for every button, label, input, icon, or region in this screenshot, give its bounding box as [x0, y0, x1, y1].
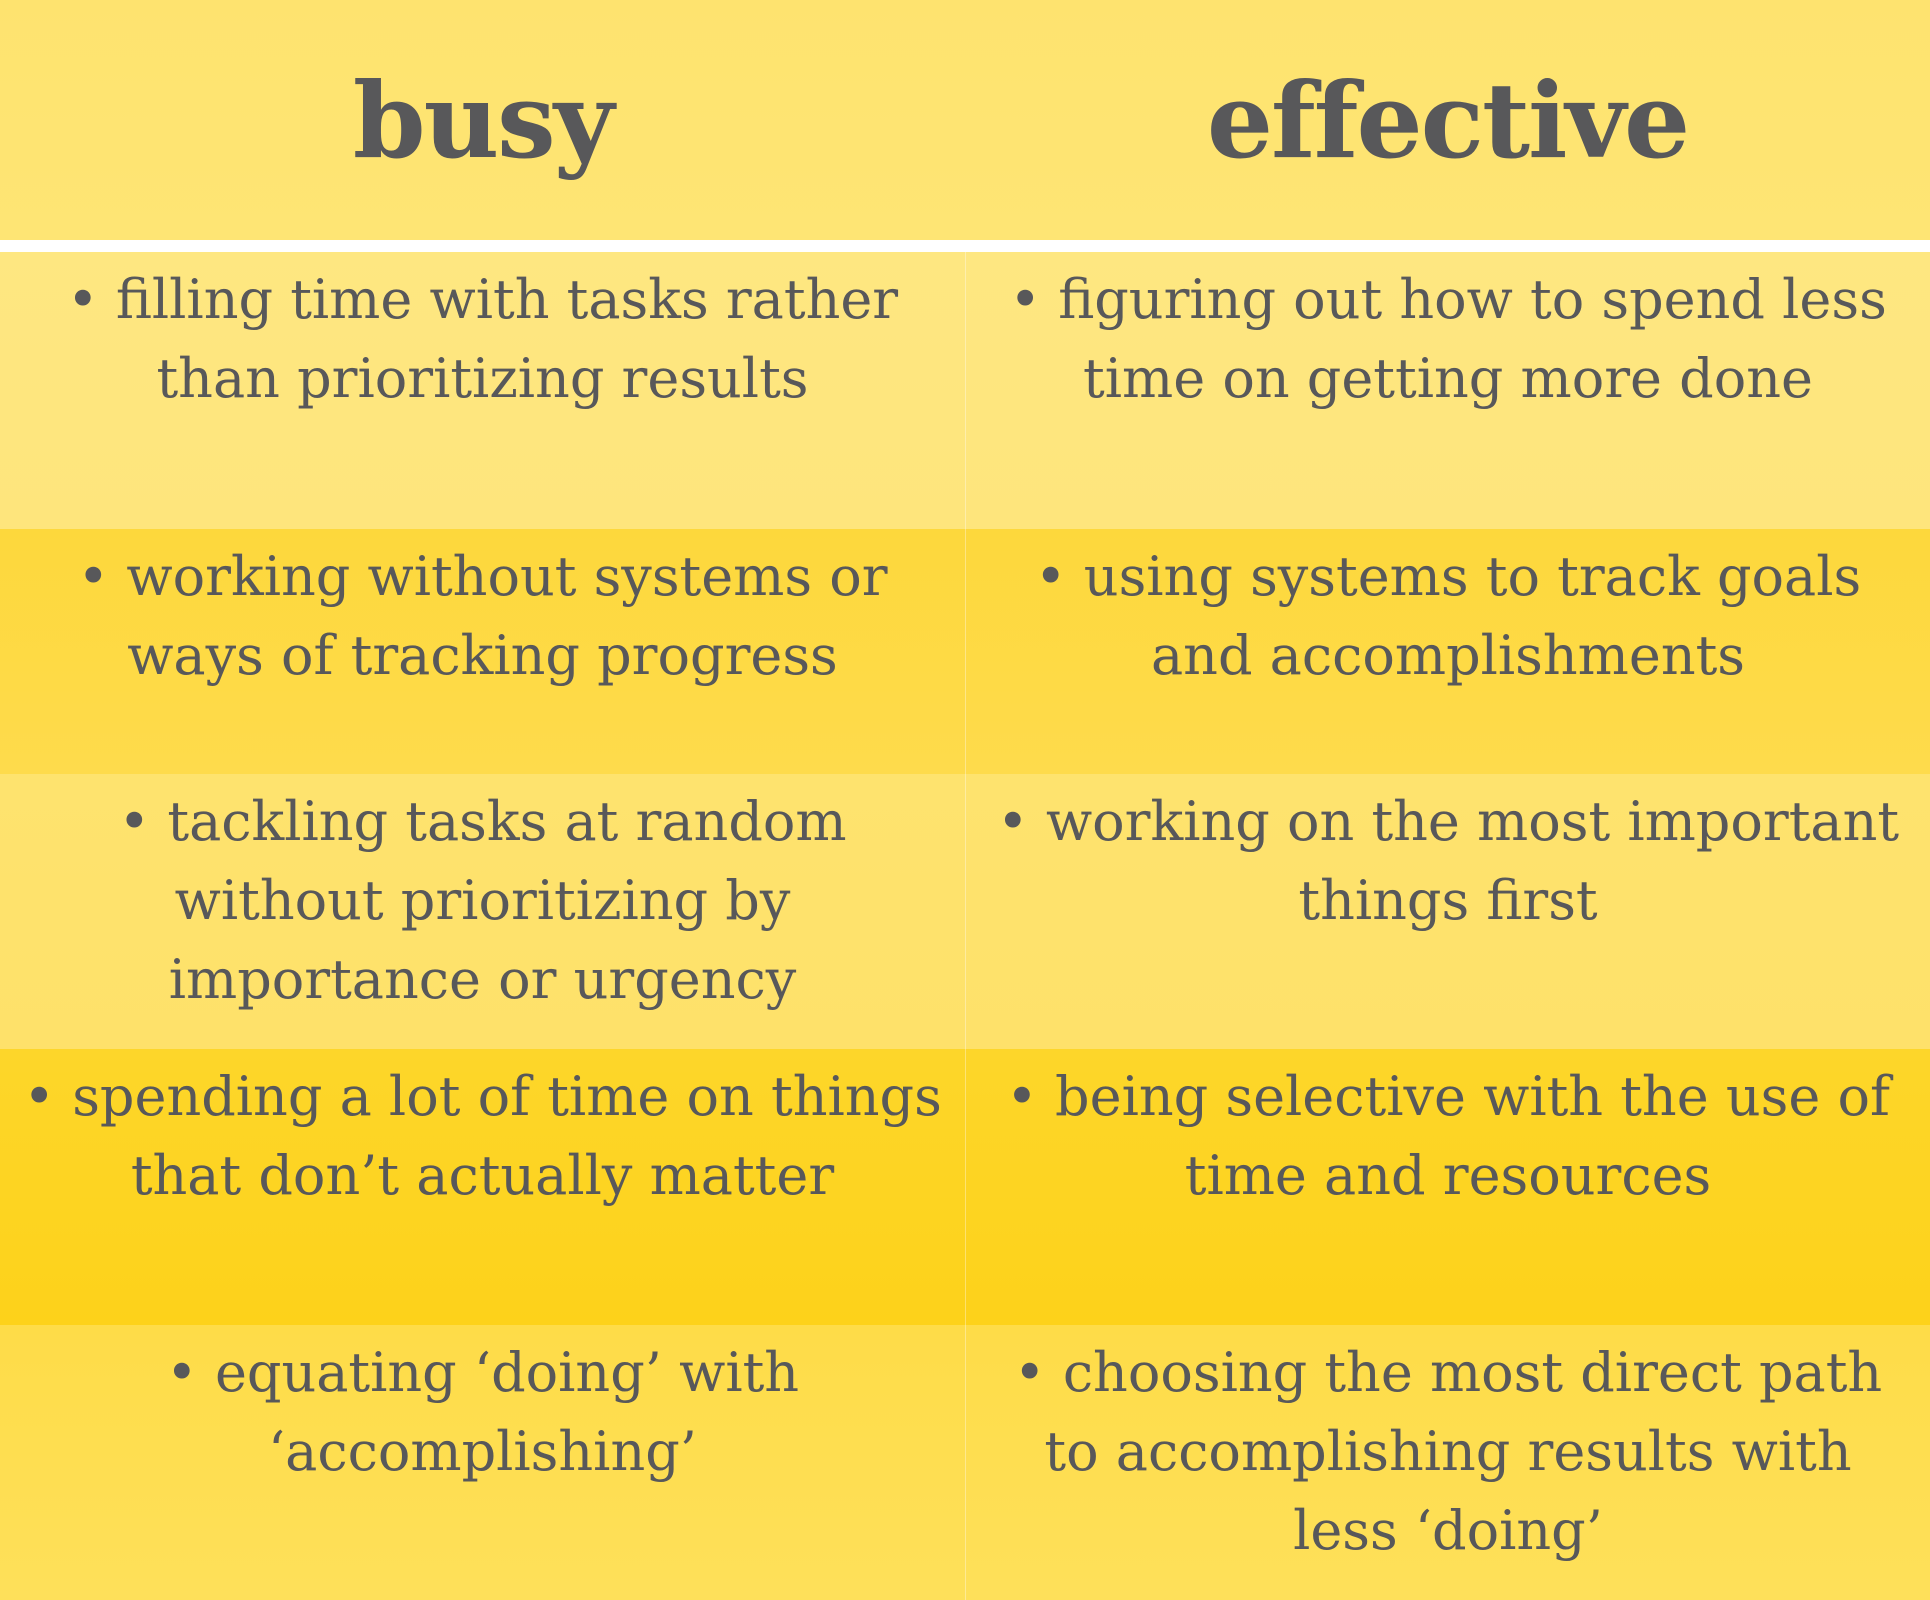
column-header-effective: effective — [1206, 58, 1690, 182]
effective-cell: • figuring out how to spend less time on… — [965, 252, 1930, 529]
table-row: • working without systems or ways of tra… — [0, 529, 1930, 774]
table-row: • tackling tasks at random without prior… — [0, 774, 1930, 1049]
busy-cell: • filling time with tasks rather than pr… — [66, 268, 899, 410]
table-row: • spending a lot of time on things that … — [0, 1049, 1930, 1325]
header-row: busy effective — [0, 0, 1930, 246]
busy-cell: • working without systems or ways of tra… — [77, 545, 888, 687]
effective-cell: • being selective with the use of time a… — [965, 1049, 1930, 1325]
effective-cell: • choosing the most direct path to accom… — [965, 1325, 1930, 1600]
table-row: • filling time with tasks rather than pr… — [0, 252, 1930, 529]
effective-cell: • working on the most important things f… — [965, 774, 1930, 1049]
table-row: • equating ‘doing’ with ‘accomplishing’ … — [0, 1325, 1930, 1600]
busy-cell: • spending a lot of time on things that … — [23, 1065, 942, 1207]
busy-cell: • equating ‘doing’ with ‘accomplishing’ — [165, 1341, 800, 1483]
effective-cell: • using systems to track goals and accom… — [965, 529, 1930, 774]
column-header-busy: busy — [352, 58, 614, 182]
busy-cell: • tackling tasks at random without prior… — [118, 790, 847, 1011]
